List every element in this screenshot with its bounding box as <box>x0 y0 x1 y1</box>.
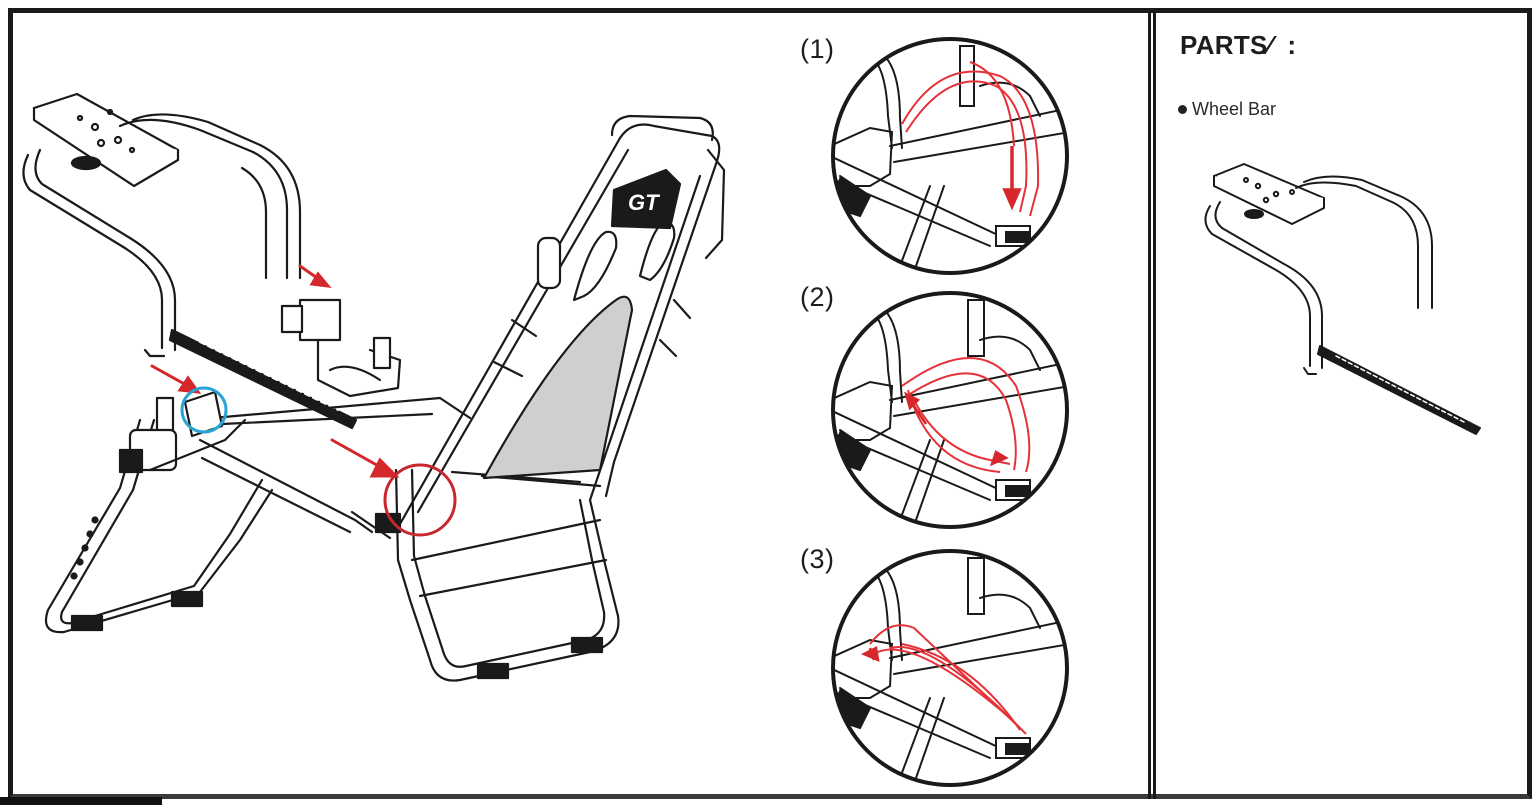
assembly-illustration: GT <box>22 92 726 682</box>
seat-back: GT <box>398 114 726 526</box>
wheel-bar <box>22 113 302 358</box>
seat-frame <box>350 468 620 682</box>
page-frame <box>8 8 1532 799</box>
wheel-plate <box>32 92 180 188</box>
wheel-bar-part-illustration <box>1204 163 1481 435</box>
step-1-label: (1) <box>800 34 835 64</box>
parts-item-label: Wheel Bar <box>1192 99 1277 119</box>
highlight-blue-circle <box>180 386 228 434</box>
bottom-tab <box>0 797 162 805</box>
step-3-detail <box>831 549 1069 787</box>
parts-item-wheel-bar: Wheel Bar <box>1178 99 1276 120</box>
base-frame <box>44 298 472 634</box>
step-1-detail <box>831 37 1069 275</box>
bullet-icon <box>1178 105 1187 114</box>
sticker-bar <box>168 328 358 430</box>
step-3-label: (3) <box>800 544 835 574</box>
step-2-label: (2) <box>800 282 835 312</box>
highlight-red-circle <box>383 463 457 537</box>
panel-divider <box>1148 8 1156 799</box>
parts-title: PARTS⁄ : <box>1180 30 1297 60</box>
step-2-detail <box>831 291 1069 529</box>
svg-text:GT: GT <box>628 190 660 215</box>
